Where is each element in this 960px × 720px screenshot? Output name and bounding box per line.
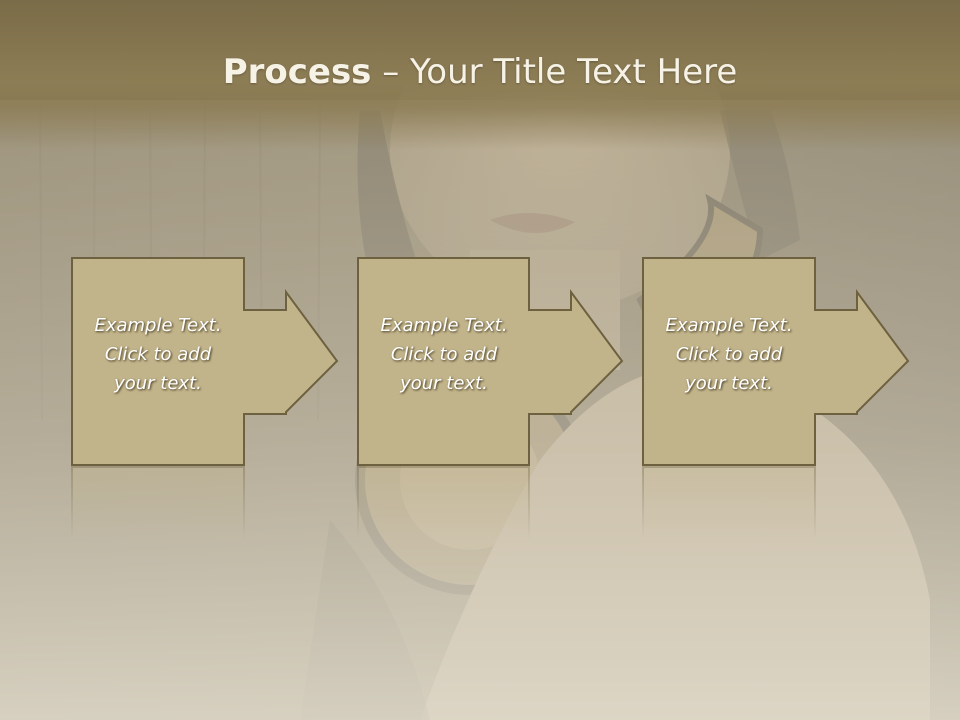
step-3-line-2: Click to add bbox=[675, 344, 783, 365]
title-bold: Process bbox=[222, 52, 372, 92]
step-2-line-3: your text. bbox=[400, 373, 488, 394]
step-2-line-1: Example Text. bbox=[380, 315, 508, 336]
step-2-text[interactable]: Example Text. Click to add your text. bbox=[358, 311, 530, 398]
step-1-line-3: your text. bbox=[114, 373, 202, 394]
process-step-1[interactable] bbox=[71, 257, 339, 466]
process-step-3-reflection bbox=[642, 466, 816, 541]
slide-title[interactable]: Process – Your Title Text Here bbox=[0, 52, 960, 92]
process-step-2-reflection bbox=[357, 466, 530, 541]
step-3-text[interactable]: Example Text. Click to add your text. bbox=[643, 311, 815, 398]
process-step-1-reflection bbox=[71, 466, 245, 541]
step-1-line-2: Click to add bbox=[104, 344, 212, 365]
process-step-3[interactable] bbox=[642, 257, 910, 466]
step-1-line-1: Example Text. bbox=[94, 315, 222, 336]
process-step-2[interactable] bbox=[357, 257, 624, 466]
step-3-line-3: your text. bbox=[685, 373, 773, 394]
step-2-line-2: Click to add bbox=[390, 344, 498, 365]
title-band bbox=[0, 0, 960, 150]
step-3-line-1: Example Text. bbox=[665, 315, 793, 336]
title-rest: – Your Title Text Here bbox=[371, 52, 738, 92]
step-1-text[interactable]: Example Text. Click to add your text. bbox=[72, 311, 244, 398]
